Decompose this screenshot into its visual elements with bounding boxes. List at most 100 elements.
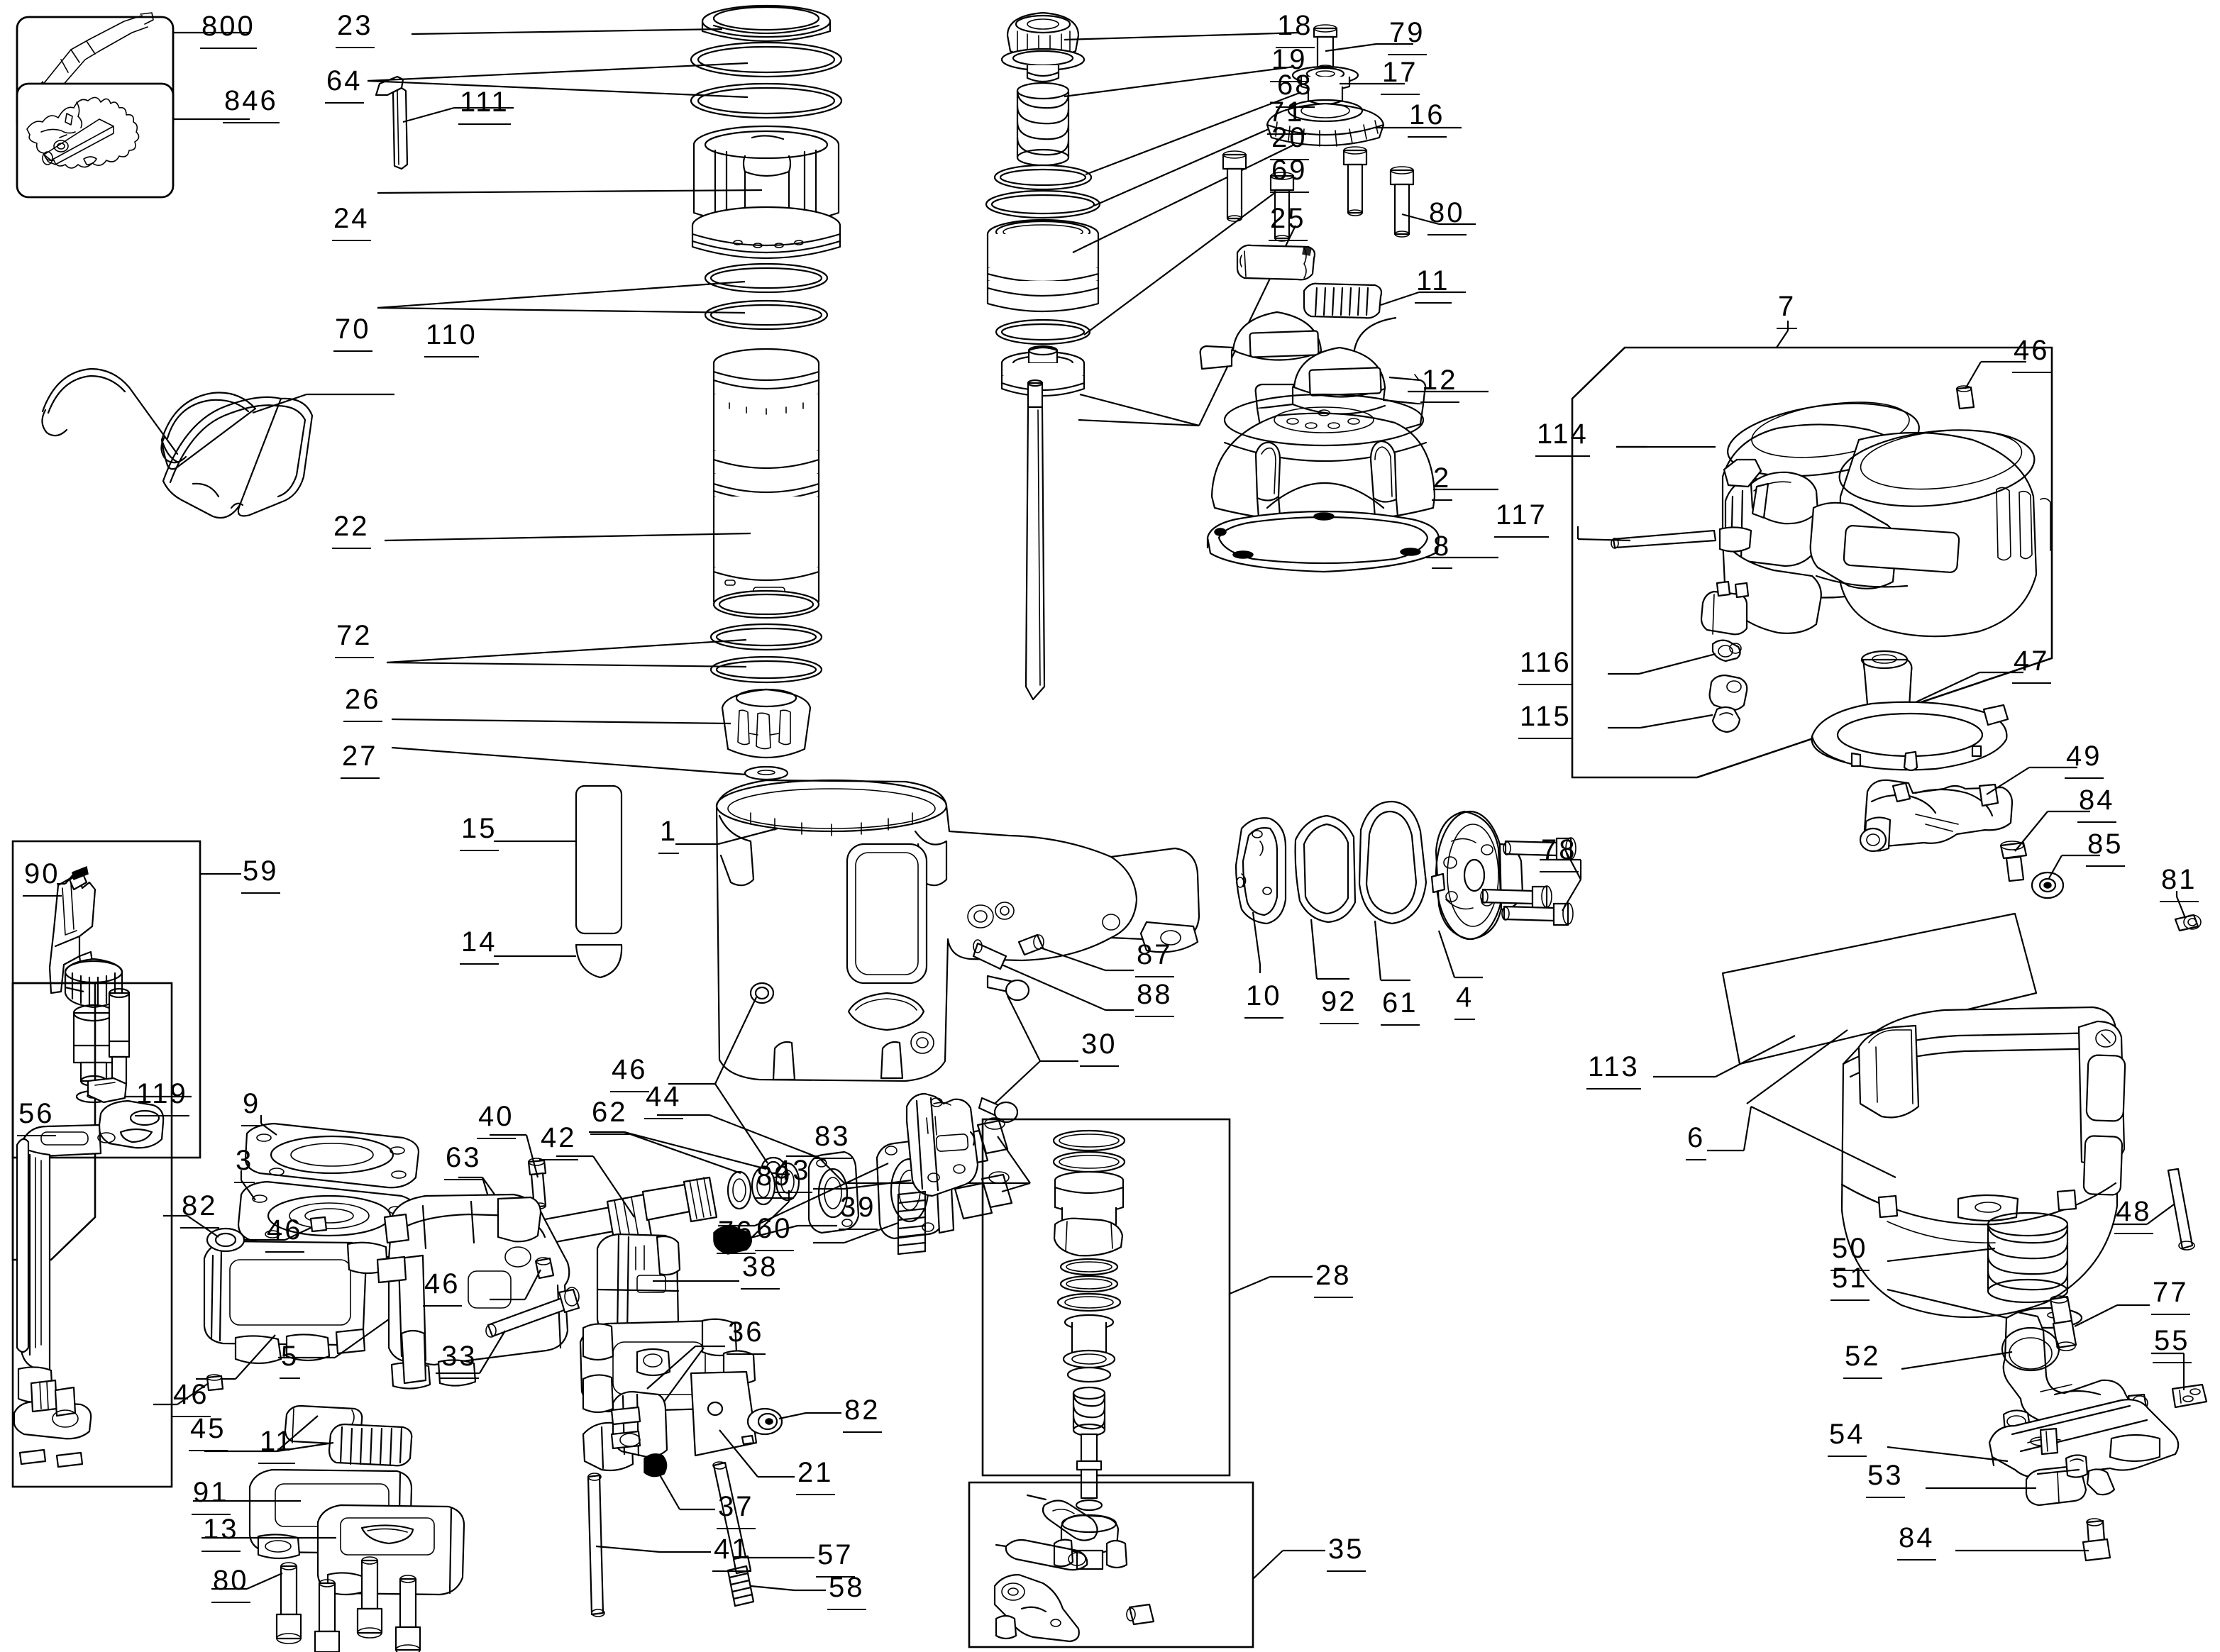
callout-33[interactable]: 33 [440, 1341, 478, 1379]
callout-117[interactable]: 117 [1494, 499, 1549, 538]
callout-87[interactable]: 87 [1135, 939, 1173, 977]
callout-10[interactable]: 10 [1244, 980, 1283, 1019]
callout-55[interactable]: 55 [2153, 1325, 2191, 1363]
callout-82-center[interactable]: 82 [843, 1395, 881, 1433]
callout-81[interactable]: 81 [2160, 864, 2198, 902]
callout-69[interactable]: 69 [1270, 155, 1308, 193]
callout-3[interactable]: 3 [233, 1145, 255, 1183]
callout-25[interactable]: 25 [1269, 203, 1307, 241]
callout-37[interactable]: 37 [717, 1491, 755, 1529]
callout-115[interactable]: 115 [1518, 701, 1573, 739]
callout-110[interactable]: 110 [424, 319, 479, 357]
callout-22[interactable]: 22 [332, 511, 370, 549]
callout-61[interactable]: 61 [1381, 987, 1419, 1026]
callout-35[interactable]: 35 [1327, 1534, 1365, 1572]
callout-30[interactable]: 30 [1080, 1029, 1118, 1067]
callout-12[interactable]: 12 [1420, 365, 1459, 403]
callout-4[interactable]: 4 [1454, 982, 1476, 1020]
callout-28[interactable]: 28 [1314, 1260, 1352, 1298]
callout-46-left[interactable]: 46 [172, 1379, 210, 1417]
callout-36[interactable]: 36 [727, 1316, 765, 1355]
callout-6[interactable]: 6 [1685, 1122, 1707, 1160]
callout-80-top[interactable]: 80 [1427, 197, 1466, 235]
callout-83[interactable]: 83 [813, 1121, 851, 1159]
callout-57[interactable]: 57 [816, 1539, 854, 1578]
callout-18[interactable]: 18 [1276, 10, 1314, 48]
callout-41[interactable]: 41 [712, 1534, 751, 1572]
callout-46-topright[interactable]: 46 [2012, 335, 2050, 373]
callout-58[interactable]: 58 [827, 1572, 866, 1610]
callout-84-upper[interactable]: 84 [2077, 785, 2116, 823]
callout-52[interactable]: 52 [1843, 1341, 1882, 1379]
callout-43[interactable]: 43 [773, 1155, 812, 1193]
callout-77[interactable]: 77 [2151, 1277, 2189, 1315]
callout-27[interactable]: 27 [341, 741, 379, 779]
callout-116[interactable]: 116 [1518, 647, 1573, 685]
callout-800[interactable]: 800 [200, 11, 257, 49]
callout-9[interactable]: 9 [241, 1088, 263, 1126]
callout-1[interactable]: 1 [658, 816, 680, 854]
callout-54[interactable]: 54 [1828, 1419, 1866, 1457]
callout-62[interactable]: 62 [590, 1097, 629, 1135]
callout-15[interactable]: 15 [460, 813, 498, 851]
callout-39[interactable]: 39 [839, 1192, 877, 1230]
callout-79[interactable]: 79 [1388, 17, 1426, 55]
callout-119[interactable]: 119 [135, 1078, 189, 1116]
callout-46-near3[interactable]: 46 [265, 1214, 304, 1253]
callout-50[interactable]: 50 [1830, 1233, 1869, 1271]
callout-5[interactable]: 5 [279, 1341, 301, 1379]
callout-48[interactable]: 48 [2114, 1196, 2153, 1234]
callout-82-left[interactable]: 82 [180, 1190, 219, 1229]
callout-49[interactable]: 49 [2065, 741, 2103, 779]
callout-38[interactable]: 38 [741, 1251, 779, 1290]
callout-17[interactable]: 17 [1381, 57, 1419, 95]
callout-84-lower[interactable]: 84 [1897, 1522, 1935, 1560]
callout-63[interactable]: 63 [444, 1142, 482, 1180]
callout-2[interactable]: 2 [1431, 462, 1453, 501]
callout-60[interactable]: 60 [755, 1213, 793, 1251]
callout-44[interactable]: 44 [644, 1081, 683, 1119]
callout-88[interactable]: 88 [1135, 979, 1173, 1017]
callout-51[interactable]: 51 [1830, 1263, 1869, 1301]
callout-71[interactable]: 71 [1267, 96, 1305, 135]
callout-113[interactable]: 113 [1586, 1051, 1641, 1090]
callout-16[interactable]: 16 [1408, 99, 1446, 138]
callout-26[interactable]: 26 [343, 684, 382, 722]
callout-91[interactable]: 91 [192, 1477, 230, 1515]
callout-78[interactable]: 78 [1540, 834, 1578, 872]
callout-13[interactable]: 13 [201, 1514, 240, 1552]
callout-46-body[interactable]: 46 [610, 1054, 648, 1092]
callout-47[interactable]: 47 [2012, 645, 2050, 684]
callout-111[interactable]: 111 [458, 87, 511, 125]
callout-59[interactable]: 59 [241, 855, 280, 894]
callout-68[interactable]: 68 [1276, 70, 1314, 108]
callout-14[interactable]: 14 [460, 926, 498, 965]
callout-76[interactable]: 76 [717, 1216, 755, 1254]
callout-85[interactable]: 85 [2086, 828, 2124, 867]
callout-21[interactable]: 21 [796, 1457, 834, 1495]
callout-64[interactable]: 64 [325, 65, 363, 104]
callout-45[interactable]: 45 [189, 1413, 227, 1451]
callout-114[interactable]: 114 [1535, 418, 1590, 457]
callout-42[interactable]: 42 [539, 1122, 578, 1160]
callout-53[interactable]: 53 [1866, 1460, 1904, 1498]
callout-7[interactable]: 7 [1776, 291, 1798, 329]
callout-92[interactable]: 92 [1320, 986, 1358, 1024]
callout-46-33[interactable]: 46 [423, 1268, 461, 1307]
callout-56[interactable]: 56 [17, 1098, 55, 1136]
callout-40[interactable]: 40 [477, 1101, 515, 1139]
callout-80-bottom[interactable]: 80 [211, 1565, 250, 1603]
callout-89[interactable]: 89 [755, 1160, 793, 1199]
callout-846[interactable]: 846 [223, 85, 280, 123]
callout-19[interactable]: 19 [1270, 44, 1308, 82]
callout-24[interactable]: 24 [332, 203, 370, 241]
callout-8[interactable]: 8 [1431, 531, 1453, 569]
callout-72[interactable]: 72 [335, 620, 373, 658]
callout-70[interactable]: 70 [333, 314, 372, 352]
part-24-cylinder-cage [691, 125, 841, 260]
callout-90[interactable]: 90 [23, 858, 61, 897]
callout-23[interactable]: 23 [336, 10, 374, 48]
callout-11-left[interactable]: 11 [258, 1426, 295, 1464]
callout-11-top[interactable]: 11 [1415, 265, 1452, 304]
callout-20[interactable]: 20 [1270, 122, 1308, 160]
